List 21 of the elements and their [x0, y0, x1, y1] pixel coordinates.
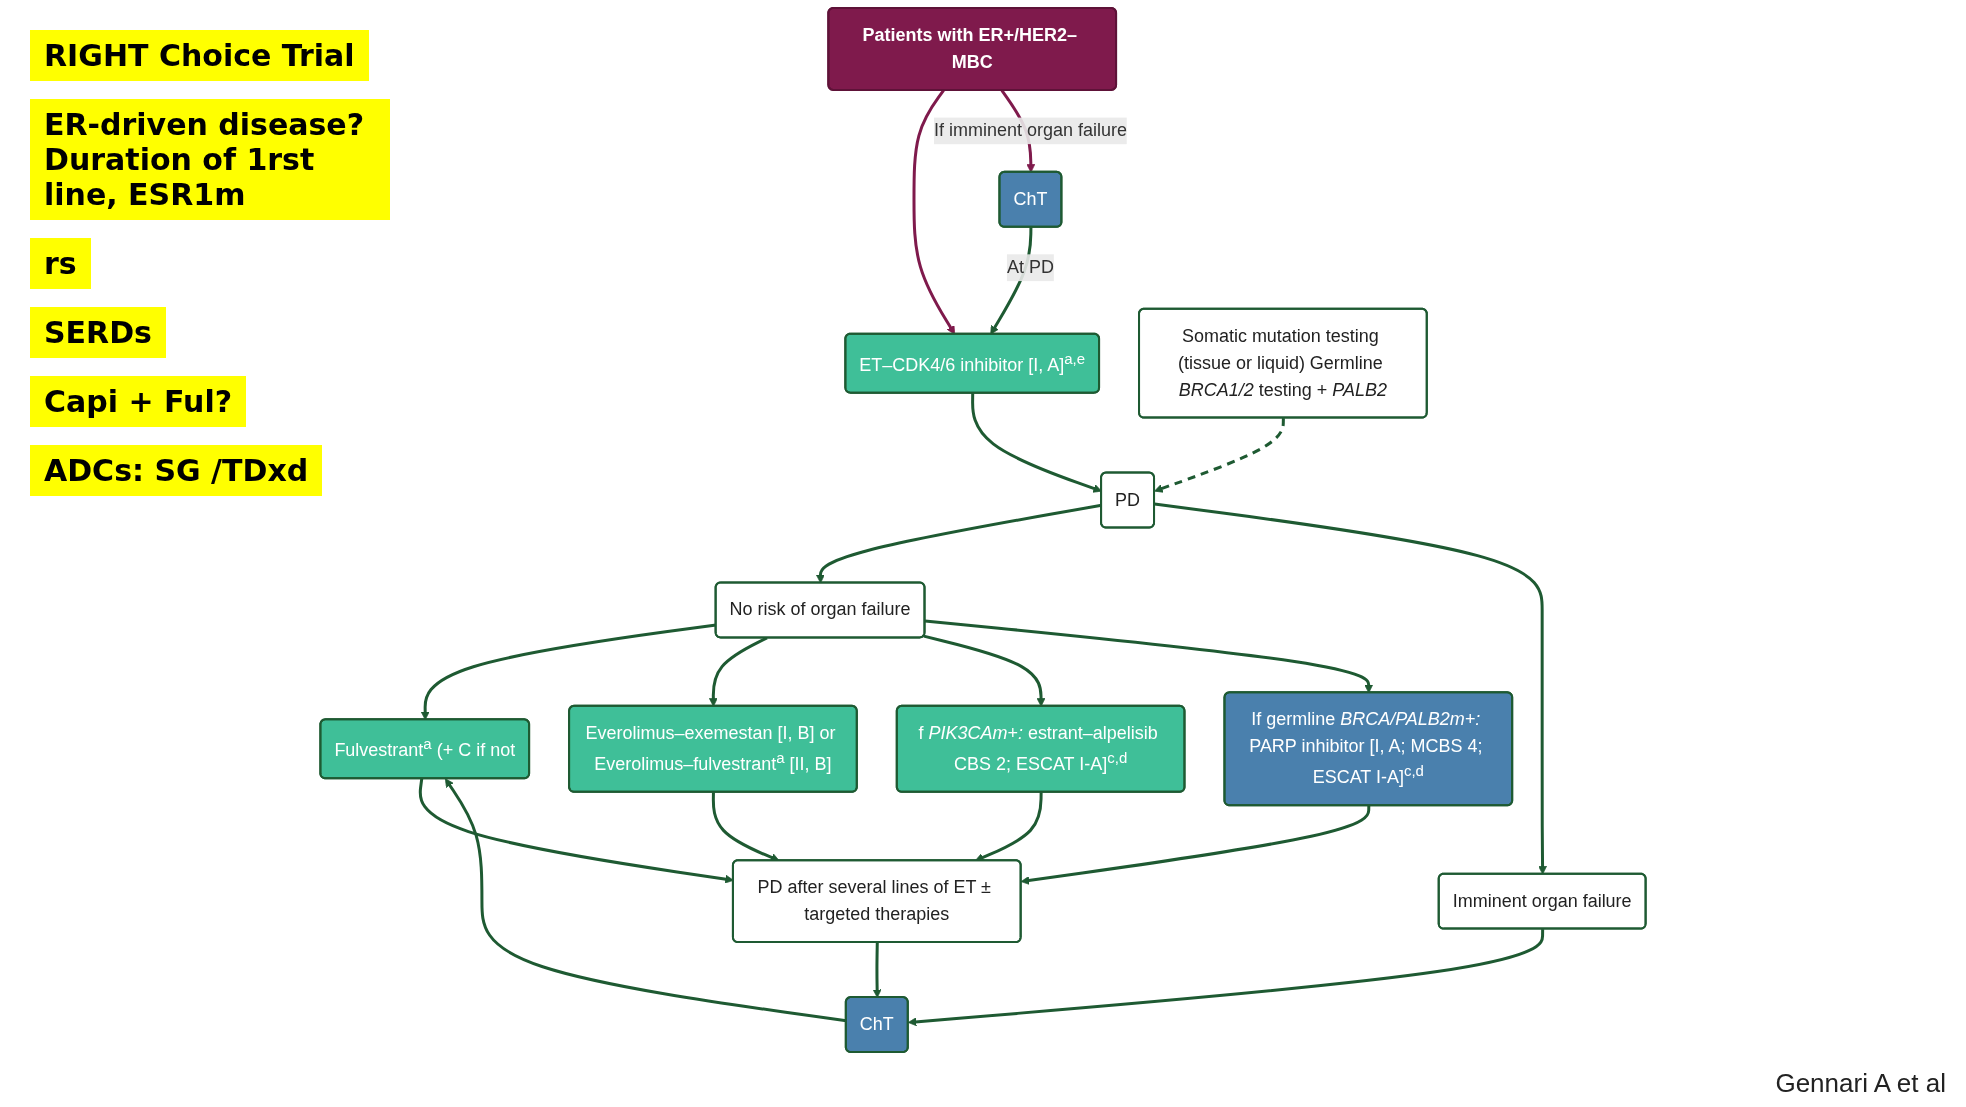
- arrow: [912, 89, 956, 335]
- arrow: [711, 792, 780, 862]
- highlight-note: RIGHT Choice Trial: [30, 30, 369, 81]
- highlight-note: rs: [30, 238, 91, 289]
- edge-label: At PD: [1006, 257, 1054, 278]
- arrow: [872, 942, 882, 998]
- arrow: [971, 393, 1102, 493]
- citation-text: Gennari A et al: [1775, 1068, 1946, 1099]
- arrow: [923, 634, 1046, 707]
- highlight-note: Capi + Ful?: [30, 376, 247, 427]
- arrow: [924, 619, 1374, 694]
- arrow: [1020, 805, 1371, 885]
- arrow: [1154, 418, 1285, 493]
- arrow: [1154, 502, 1547, 875]
- highlight-note: ADCs: SG /TDxd: [30, 445, 323, 496]
- arrow: [708, 636, 768, 707]
- arrow: [816, 503, 1102, 584]
- highlight-note: ER-driven disease? Duration of 1rst line, ESR1m: [30, 99, 390, 220]
- arrow: [907, 929, 1545, 1027]
- edge-label: If imminent organ failure: [933, 120, 1127, 141]
- highlight-note: SERDs: [30, 307, 166, 358]
